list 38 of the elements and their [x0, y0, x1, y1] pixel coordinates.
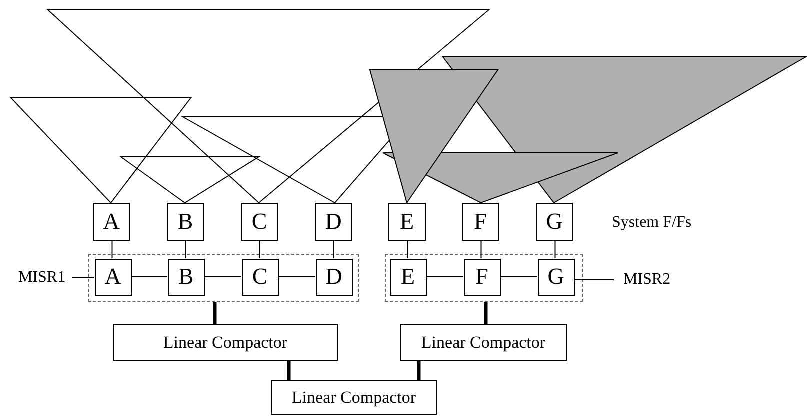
- misr-group: [385, 254, 583, 302]
- flip-flop-box: F: [462, 203, 499, 241]
- flip-flop-box: C: [241, 203, 278, 241]
- misr-group: [88, 254, 359, 302]
- connector-line: [333, 240, 334, 259]
- misr-label: MISR1: [12, 268, 72, 288]
- flip-flop-box: C: [242, 258, 278, 296]
- compactor-box: Linear Compactor: [113, 324, 338, 361]
- connector-line: [185, 240, 186, 259]
- flip-flop-box: B: [167, 203, 204, 241]
- misr-label: MISR2: [614, 270, 680, 290]
- flip-flop-box: A: [94, 258, 132, 296]
- flip-flop-box: G: [538, 258, 574, 296]
- connector-line: [259, 240, 260, 259]
- bus-line: [484, 302, 488, 324]
- connector-line: [131, 276, 168, 278]
- caption-label: System F/Fs: [612, 214, 692, 232]
- bus-line: [213, 302, 217, 324]
- connector-line: [278, 276, 316, 278]
- connector-line: [480, 240, 482, 259]
- flip-flop-box: F: [464, 258, 500, 296]
- connector-line: [407, 240, 408, 259]
- bus-line: [417, 361, 421, 380]
- compactor-box: Linear Compactor: [271, 380, 437, 415]
- flip-flop-box: B: [168, 258, 204, 296]
- flip-flop-box: A: [93, 203, 130, 241]
- compactor-box: Linear Compactor: [400, 324, 567, 361]
- flip-flop-box: G: [536, 203, 573, 241]
- flip-flop-box: D: [315, 203, 352, 241]
- connector-line: [204, 276, 242, 278]
- flip-flop-box: E: [390, 258, 426, 296]
- connector-line: [426, 276, 464, 278]
- flip-flop-box: D: [316, 258, 352, 296]
- connector-line: [112, 240, 113, 259]
- connector-line: [500, 276, 538, 278]
- flip-flop-box: E: [388, 203, 426, 241]
- bus-line: [287, 361, 291, 380]
- connector-line: [554, 240, 556, 259]
